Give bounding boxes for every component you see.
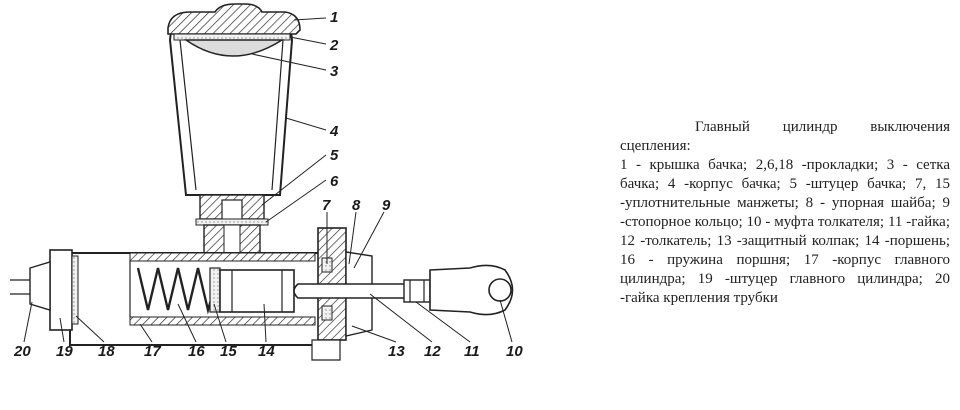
callout-7: 7 [322, 197, 331, 214]
caption-title: Главный цилиндр выключения сцепления: [620, 119, 950, 154]
callout-6: 6 [330, 173, 339, 190]
cap-gasket [173, 33, 291, 41]
callout-8: 8 [352, 197, 361, 214]
callout-15: 15 [220, 343, 237, 360]
reservoir-cap [167, 3, 301, 35]
cylinder-body [10, 227, 514, 361]
callout-4: 4 [329, 123, 339, 140]
callout-3: 3 [330, 63, 339, 80]
callout-16: 16 [188, 343, 205, 360]
callout-12: 12 [424, 343, 441, 360]
callout-13: 13 [388, 343, 405, 360]
callout-1: 1 [330, 9, 338, 26]
callout-5: 5 [330, 147, 339, 164]
outlet-fitting [49, 249, 73, 331]
outlet-gasket [71, 255, 79, 325]
cup-seal-15 [209, 267, 221, 313]
reservoir [167, 3, 301, 254]
callout-17: 17 [144, 343, 161, 360]
piston [219, 269, 295, 313]
reservoir-strainer [183, 39, 285, 57]
diagram-caption: Главный цилиндр выключения сцепления: 1 … [620, 118, 950, 308]
callout-14: 14 [258, 343, 275, 360]
callout-9: 9 [382, 197, 391, 214]
callout-20: 20 [13, 343, 31, 360]
callout-2: 2 [329, 37, 339, 54]
piston-spring [136, 267, 216, 315]
tube-nut [29, 261, 51, 311]
callout-10: 10 [506, 343, 523, 360]
leader-lines [23, 17, 513, 343]
caption-legend: 1 - крышка бачка; 2,6,18 -прокладки; 3 -… [620, 157, 950, 306]
pushrod-clevis [429, 264, 514, 316]
callout-11: 11 [464, 343, 480, 360]
reservoir-inner-wall [179, 39, 284, 191]
callout-19: 19 [56, 343, 73, 360]
master-cylinder-diagram: 1 2 3 4 5 6 7 8 9 10 11 12 13 14 15 16 1… [10, 3, 523, 361]
callout-numbers: 1 2 3 4 5 6 7 8 9 10 11 12 13 14 15 16 1… [13, 9, 523, 360]
callout-18: 18 [98, 343, 115, 360]
rod-nut [403, 279, 431, 303]
fitting-gasket [195, 218, 269, 226]
